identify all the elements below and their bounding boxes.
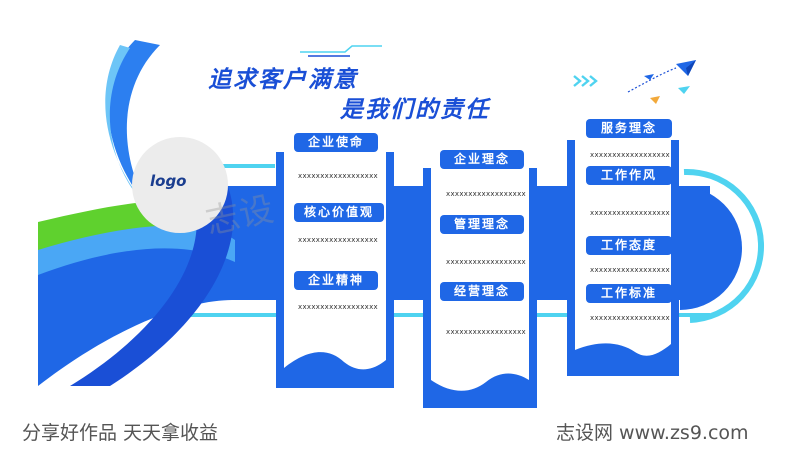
panel-wave [575,343,671,376]
text-core-values: xxxxxxxxxxxxxxxxxx [298,236,378,244]
text-philosophy: xxxxxxxxxxxxxxxxxx [446,190,526,198]
text-attitude: xxxxxxxxxxxxxxxxxx [590,266,670,274]
text-spirit: xxxxxxxxxxxxxxxxxx [298,303,378,311]
double-chevron-icon [573,75,598,87]
text-service: xxxxxxxxxxxxxxxxxx [590,151,670,159]
paper-plane-orange-icon [650,96,660,104]
text-operation: xxxxxxxxxxxxxxxxxx [446,328,526,336]
footer-left: 分享好作品 天天拿收益 [22,422,219,444]
headline-line-1: 追求客户满意 [208,67,358,93]
label-mission: 企业使命 [294,133,378,152]
paper-plane-icon [676,60,696,76]
left-blue-swoosh-light [38,225,235,275]
header-deco-line [300,45,382,53]
panel-1 [276,152,394,388]
paper-plane-small-icon [644,74,654,80]
label-standard: 工作标准 [586,284,672,303]
label-attitude: 工作态度 [586,236,672,255]
text-style: xxxxxxxxxxxxxxxxxx [590,209,670,217]
footer-right: 志设网 www.zs9.com [556,422,749,444]
paper-plane-cyan-icon [678,86,690,94]
label-operation: 经营理念 [440,282,524,301]
text-mission: xxxxxxxxxxxxxxxxxx [298,172,378,180]
panel-wave [431,373,529,408]
logo-circle [132,137,228,233]
headline-line-2: 是我们的责任 [340,97,490,123]
label-management: 管理理念 [440,215,524,234]
label-service: 服务理念 [586,119,672,138]
band-top-cyan-line [215,164,275,168]
logo: logo [150,172,187,190]
left-arc-swoosh [70,140,234,386]
text-standard: xxxxxxxxxxxxxxxxxx [590,314,670,322]
label-philosophy: 企业理念 [440,150,524,169]
label-style: 工作作风 [586,166,672,185]
label-core-values: 核心价值观 [294,203,384,222]
flight-path [627,67,677,93]
right-ring [683,168,765,323]
text-management: xxxxxxxxxxxxxxxxxx [446,258,526,266]
right-semicircle [680,186,742,310]
panel-wave [284,352,386,388]
label-spirit: 企业精神 [294,271,378,290]
left-ribbon [108,40,160,210]
